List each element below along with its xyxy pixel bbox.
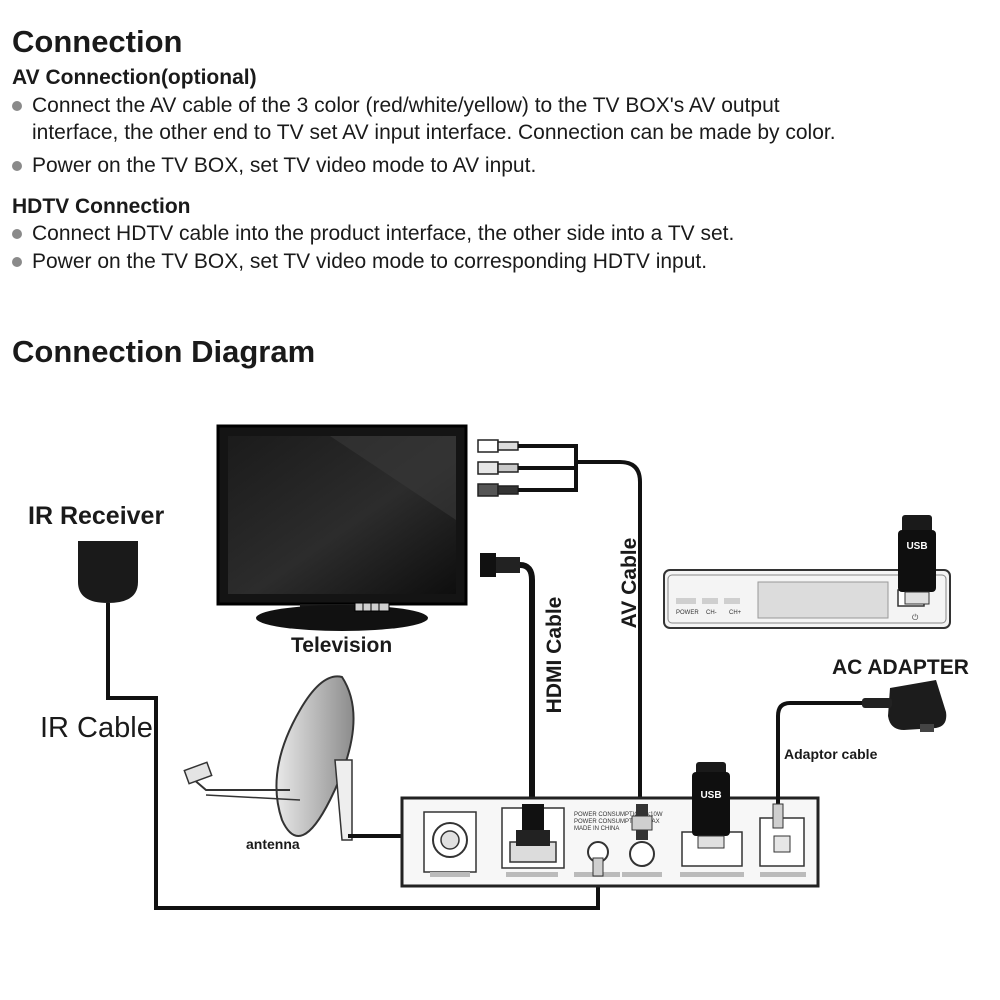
usb-stick-bottom-icon: USB [692,762,730,849]
hdmi-cable-line [519,562,535,810]
bullet-dot [12,101,22,111]
television-label: Television [291,634,393,657]
usb-bottom-label: USB [700,790,721,801]
rca-plugs-icon [477,439,519,497]
hdmi-plug-icon [480,553,520,577]
av-connection-heading: AV Connection(optional) [12,66,257,89]
bullet-dot [12,229,22,239]
usb-stick-top-icon: USB [898,515,936,605]
usb-top-label: USB [906,541,927,552]
ir-cable-line [106,603,600,910]
av-cable-label: AV Cable [618,537,641,629]
rear-info-line-1: POWER CONSUMPTION: <10W [574,812,663,818]
page-title: Connection [12,24,183,59]
ir-receiver-icon [78,541,138,603]
bullet-dot [12,161,22,171]
power-plug-box-icon [772,803,784,829]
hdtv-connection-heading: HDTV Connection [12,195,191,218]
front-ch-plus-label: CH+ [729,610,742,616]
hdmi-cable-label: HDMI Cable [543,596,566,714]
av-cable-line [518,444,642,808]
hdmi-plug-box-icon [516,804,550,846]
ir-cable-label: IR Cable [40,712,153,744]
antenna-label: antenna [246,836,300,852]
rear-info-line-2: POWER CONSUMPTION: MAX [574,819,660,825]
av-bullet-1-line-1: Connect the AV cable of the 3 color (red… [32,94,780,117]
adaptor-cable-line [776,701,862,812]
av-bullet-2: Power on the TV BOX, set TV video mode t… [32,154,537,177]
front-ch-minus-label: CH- [706,610,717,616]
adaptor-cable-label: Adaptor cable [784,746,878,762]
bullet-dot [12,257,22,267]
ir-plug-box-icon [592,857,604,877]
diagram-title: Connection Diagram [12,334,316,369]
satellite-dish-icon [183,675,355,841]
svg-text:⏻: ⏻ [912,613,919,622]
front-power-label: POWER [676,610,699,616]
television-icon [216,424,468,631]
av-plug-box-icon [631,804,653,840]
ac-adapter-label: AC ADAPTER [832,656,969,679]
ir-receiver-label: IR Receiver [28,502,165,530]
ac-adapter-icon [862,680,947,732]
av-bullet-1-line-2: interface, the other end to TV set AV in… [32,121,836,144]
rear-info-line-3: MADE IN CHINA [574,826,619,832]
tv-box-rear-icon: POWER CONSUMPTION: <10W POWER CONSUMPTIO… [400,796,820,888]
hdtv-bullet-1: Connect HDTV cable into the product inte… [32,222,735,245]
hdtv-bullet-2: Power on the TV BOX, set TV video mode t… [32,250,708,273]
